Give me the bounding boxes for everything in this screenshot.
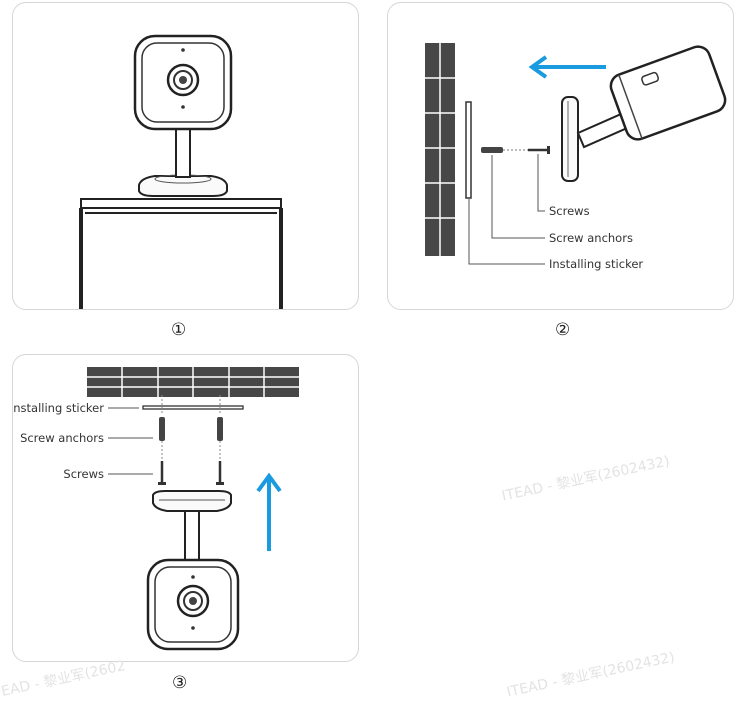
leader-lines <box>108 407 153 475</box>
camera-body <box>133 34 233 131</box>
step-number-3: ③ <box>172 673 188 693</box>
label-screw-anchors: Screw anchors <box>549 231 633 245</box>
ceiling <box>87 367 299 397</box>
screw-anchor-left <box>159 417 165 441</box>
step1-panel <box>12 2 359 310</box>
installing-sticker <box>142 405 244 410</box>
label-installing-sticker: Installing sticker <box>13 401 104 415</box>
step-number-2: ② <box>555 320 571 340</box>
camera-stand <box>184 510 200 562</box>
camera-body <box>609 45 727 141</box>
guide-lines <box>161 395 221 459</box>
screw-anchor-right <box>217 417 223 441</box>
watermark: ITEAD - 黎业军(2602432) <box>500 453 672 505</box>
direction-arrow-left <box>528 55 606 79</box>
screw-left <box>158 461 166 485</box>
direction-arrow-up <box>256 472 282 551</box>
screw-anchor <box>481 147 503 153</box>
camera-base <box>138 174 228 197</box>
camera-stand <box>175 124 191 178</box>
leader-lines <box>468 154 545 265</box>
screw-right <box>216 461 224 485</box>
installing-sticker <box>465 101 472 199</box>
label-screws: Screws <box>63 467 104 481</box>
label-screws: Screws <box>549 204 590 218</box>
label-installing-sticker: Installing sticker <box>549 257 643 271</box>
camera-on-table-illustration <box>79 34 283 309</box>
table <box>79 198 283 309</box>
wall-mount-side-illustration: Screws Screw anchors Installing sticker <box>425 43 727 271</box>
camera-base <box>152 490 232 512</box>
step3-panel: Installing sticker Screw anchors Screws <box>12 354 359 662</box>
label-screw-anchors: Screw anchors <box>20 431 104 445</box>
watermark: ITEAD - 黎业军(2602432) <box>505 649 677 701</box>
step-number-1: ① <box>171 320 187 340</box>
camera-body <box>146 558 240 651</box>
camera-base <box>561 96 579 182</box>
ceiling-mount-illustration: Installing sticker Screw anchors Screws <box>13 367 299 651</box>
wall <box>425 43 455 256</box>
screw <box>503 146 550 154</box>
step2-panel: Screws Screw anchors Installing sticker <box>387 2 734 310</box>
